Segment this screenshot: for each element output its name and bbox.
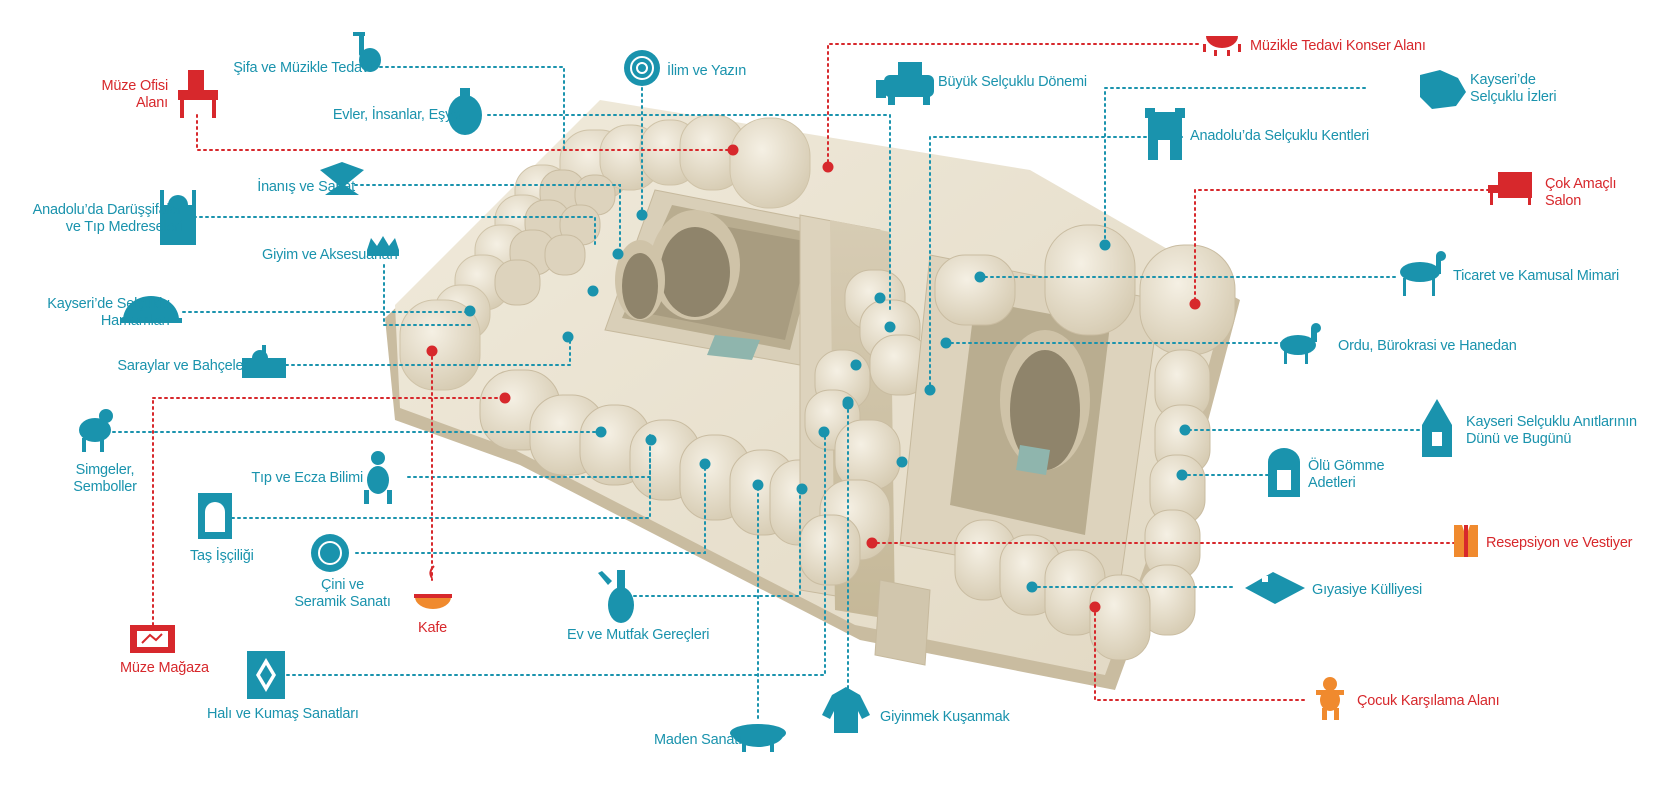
city-wall-icon bbox=[1145, 108, 1185, 160]
label-olu-gomme: Ölü Gömme Adetleri bbox=[1308, 458, 1385, 492]
camel-icon bbox=[1400, 251, 1446, 296]
label-magaza: Müze Mağaza bbox=[120, 660, 209, 676]
crown-icon bbox=[367, 236, 399, 256]
palace-icon bbox=[242, 345, 286, 378]
label-simgeler: Simgeler, Semboller bbox=[60, 462, 150, 496]
label-anitlar-line2: Dünü ve Bugünü bbox=[1466, 431, 1572, 447]
label-olu-gomme-line2: Adetleri bbox=[1308, 475, 1356, 491]
child-figure-icon bbox=[1316, 677, 1344, 720]
label-darussifa-line1: Anadolu’da Darüşşifalar bbox=[32, 202, 183, 218]
vest-icon bbox=[1454, 525, 1478, 557]
label-olu-gomme-line1: Ölü Gömme bbox=[1308, 458, 1385, 474]
label-giyim: Giyim ve Aksesuarları bbox=[261, 247, 398, 263]
elephant-icon bbox=[876, 62, 934, 105]
vase-icon bbox=[448, 88, 482, 135]
label-kayseri-izleri-line1: Kayseri’de bbox=[1470, 72, 1536, 88]
stone-tablet-icon bbox=[198, 493, 232, 539]
label-tip: Tıp ve Ecza Bilimi bbox=[251, 470, 363, 486]
label-cini-line1: Çini ve bbox=[321, 577, 364, 593]
label-anitlar: Kayseri Selçuklu Anıtlarının Dünü ve Bug… bbox=[1466, 414, 1637, 448]
kaftan-icon bbox=[822, 687, 870, 733]
label-resepsiyon: Resepsiyon ve Vestiyer bbox=[1486, 535, 1633, 551]
shop-sign-icon bbox=[130, 625, 175, 653]
label-maden: Maden Sanatı bbox=[654, 732, 742, 748]
label-hali: Halı ve Kumaş Sanatları bbox=[207, 706, 359, 722]
exhibit-dots bbox=[464, 209, 1191, 593]
label-hamam-line1: Kayseri’de Selçuklu bbox=[47, 296, 170, 312]
label-giyinmek: Giyinmek Kuşanmak bbox=[880, 709, 1010, 725]
book-stand-icon bbox=[320, 162, 364, 195]
bath-dome-icon bbox=[120, 296, 182, 323]
coffee-cup-icon bbox=[414, 565, 452, 609]
label-ordu: Ordu, Bürokrasi ve Hanedan bbox=[1338, 338, 1517, 354]
label-muze-ofis: Müze Ofisi Alanı bbox=[102, 78, 169, 112]
chairs-icon bbox=[1488, 172, 1532, 205]
label-kafe: Kafe bbox=[418, 620, 448, 636]
mosque-icon bbox=[160, 190, 196, 245]
label-ilim: İlim ve Yazın bbox=[667, 63, 747, 79]
label-hamam: Kayseri’de Selçuklu Hamamları bbox=[47, 296, 170, 330]
label-muze-ofis-line1: Müze Ofisi bbox=[101, 78, 169, 94]
service-connectors bbox=[152, 43, 1496, 701]
doctor-figure-icon bbox=[364, 451, 392, 504]
label-darussifa-line2: ve Tıp Medreseleri bbox=[65, 219, 182, 235]
tile-plate-icon bbox=[311, 534, 349, 572]
oud-icon bbox=[353, 32, 381, 72]
ewer-icon bbox=[598, 570, 634, 623]
rosette-icon bbox=[624, 50, 660, 86]
exhibit-connectors bbox=[106, 66, 1426, 719]
label-ticaret: Ticaret ve Kamusal Mimari bbox=[1453, 268, 1620, 284]
desk-icon bbox=[178, 70, 218, 118]
label-sifa: Şifa ve Müzikle Tedavi bbox=[233, 60, 372, 76]
label-cini: Çini ve Seramik Sanatı bbox=[285, 577, 400, 611]
label-kayseri-izleri-line2: Selçuklu İzleri bbox=[1470, 89, 1557, 105]
label-anitlar-line1: Kayseri Selçuklu Anıtlarının bbox=[1466, 414, 1637, 430]
label-saray: Saraylar ve Bahçeler bbox=[117, 358, 248, 374]
horse-icon bbox=[1280, 323, 1321, 364]
label-darussifa: Anadolu’da Darüşşifalar ve Tıp Medresele… bbox=[32, 202, 183, 236]
label-muzikle: Müzikle Tedavi Konser Alanı bbox=[1250, 38, 1426, 54]
label-ev-mutfak: Ev ve Mutfak Gereçleri bbox=[567, 627, 710, 643]
tomb-icon bbox=[1422, 399, 1452, 457]
service-dots bbox=[426, 144, 1201, 613]
label-cini-line2: Seramik Sanatı bbox=[294, 594, 391, 610]
label-inanis: İnanış ve Sanat bbox=[257, 179, 355, 195]
label-simgeler-line1: Simgeler, bbox=[75, 462, 135, 478]
label-giyasiye: Gıyasiye Külliyesi bbox=[1312, 582, 1423, 598]
label-anadolu-kentleri: Anadolu’da Selçuklu Kentleri bbox=[1190, 128, 1369, 144]
map-region-icon bbox=[1420, 70, 1466, 109]
metal-bowl-icon bbox=[730, 724, 786, 752]
label-buyuk: Büyük Selçuklu Dönemi bbox=[938, 74, 1087, 90]
complex-building-icon bbox=[1245, 572, 1305, 604]
label-cocuk: Çocuk Karşılama Alanı bbox=[1357, 693, 1500, 709]
label-hamam-line2: Hamamları bbox=[100, 313, 170, 329]
concert-dome-icon bbox=[1203, 36, 1241, 56]
label-tas: Taş İşçiliği bbox=[190, 548, 254, 564]
lion-symbol-icon bbox=[79, 409, 113, 452]
label-evler: Evler, İnsanlar, Eşya bbox=[332, 107, 460, 123]
label-cok-amacli: Çok Amaçlı Salon bbox=[1545, 176, 1617, 210]
kumbet-icon bbox=[1268, 448, 1300, 497]
label-cok-amacli-line1: Çok Amaçlı bbox=[1545, 176, 1617, 192]
carpet-icon bbox=[247, 651, 285, 699]
label-kayseri-izleri: Kayseri’de Selçuklu İzleri bbox=[1470, 72, 1557, 106]
label-muze-ofis-line2: Alanı bbox=[135, 95, 168, 111]
label-simgeler-line2: Semboller bbox=[73, 479, 137, 495]
building-model bbox=[385, 100, 1240, 690]
label-cok-amacli-line2: Salon bbox=[1545, 193, 1582, 209]
